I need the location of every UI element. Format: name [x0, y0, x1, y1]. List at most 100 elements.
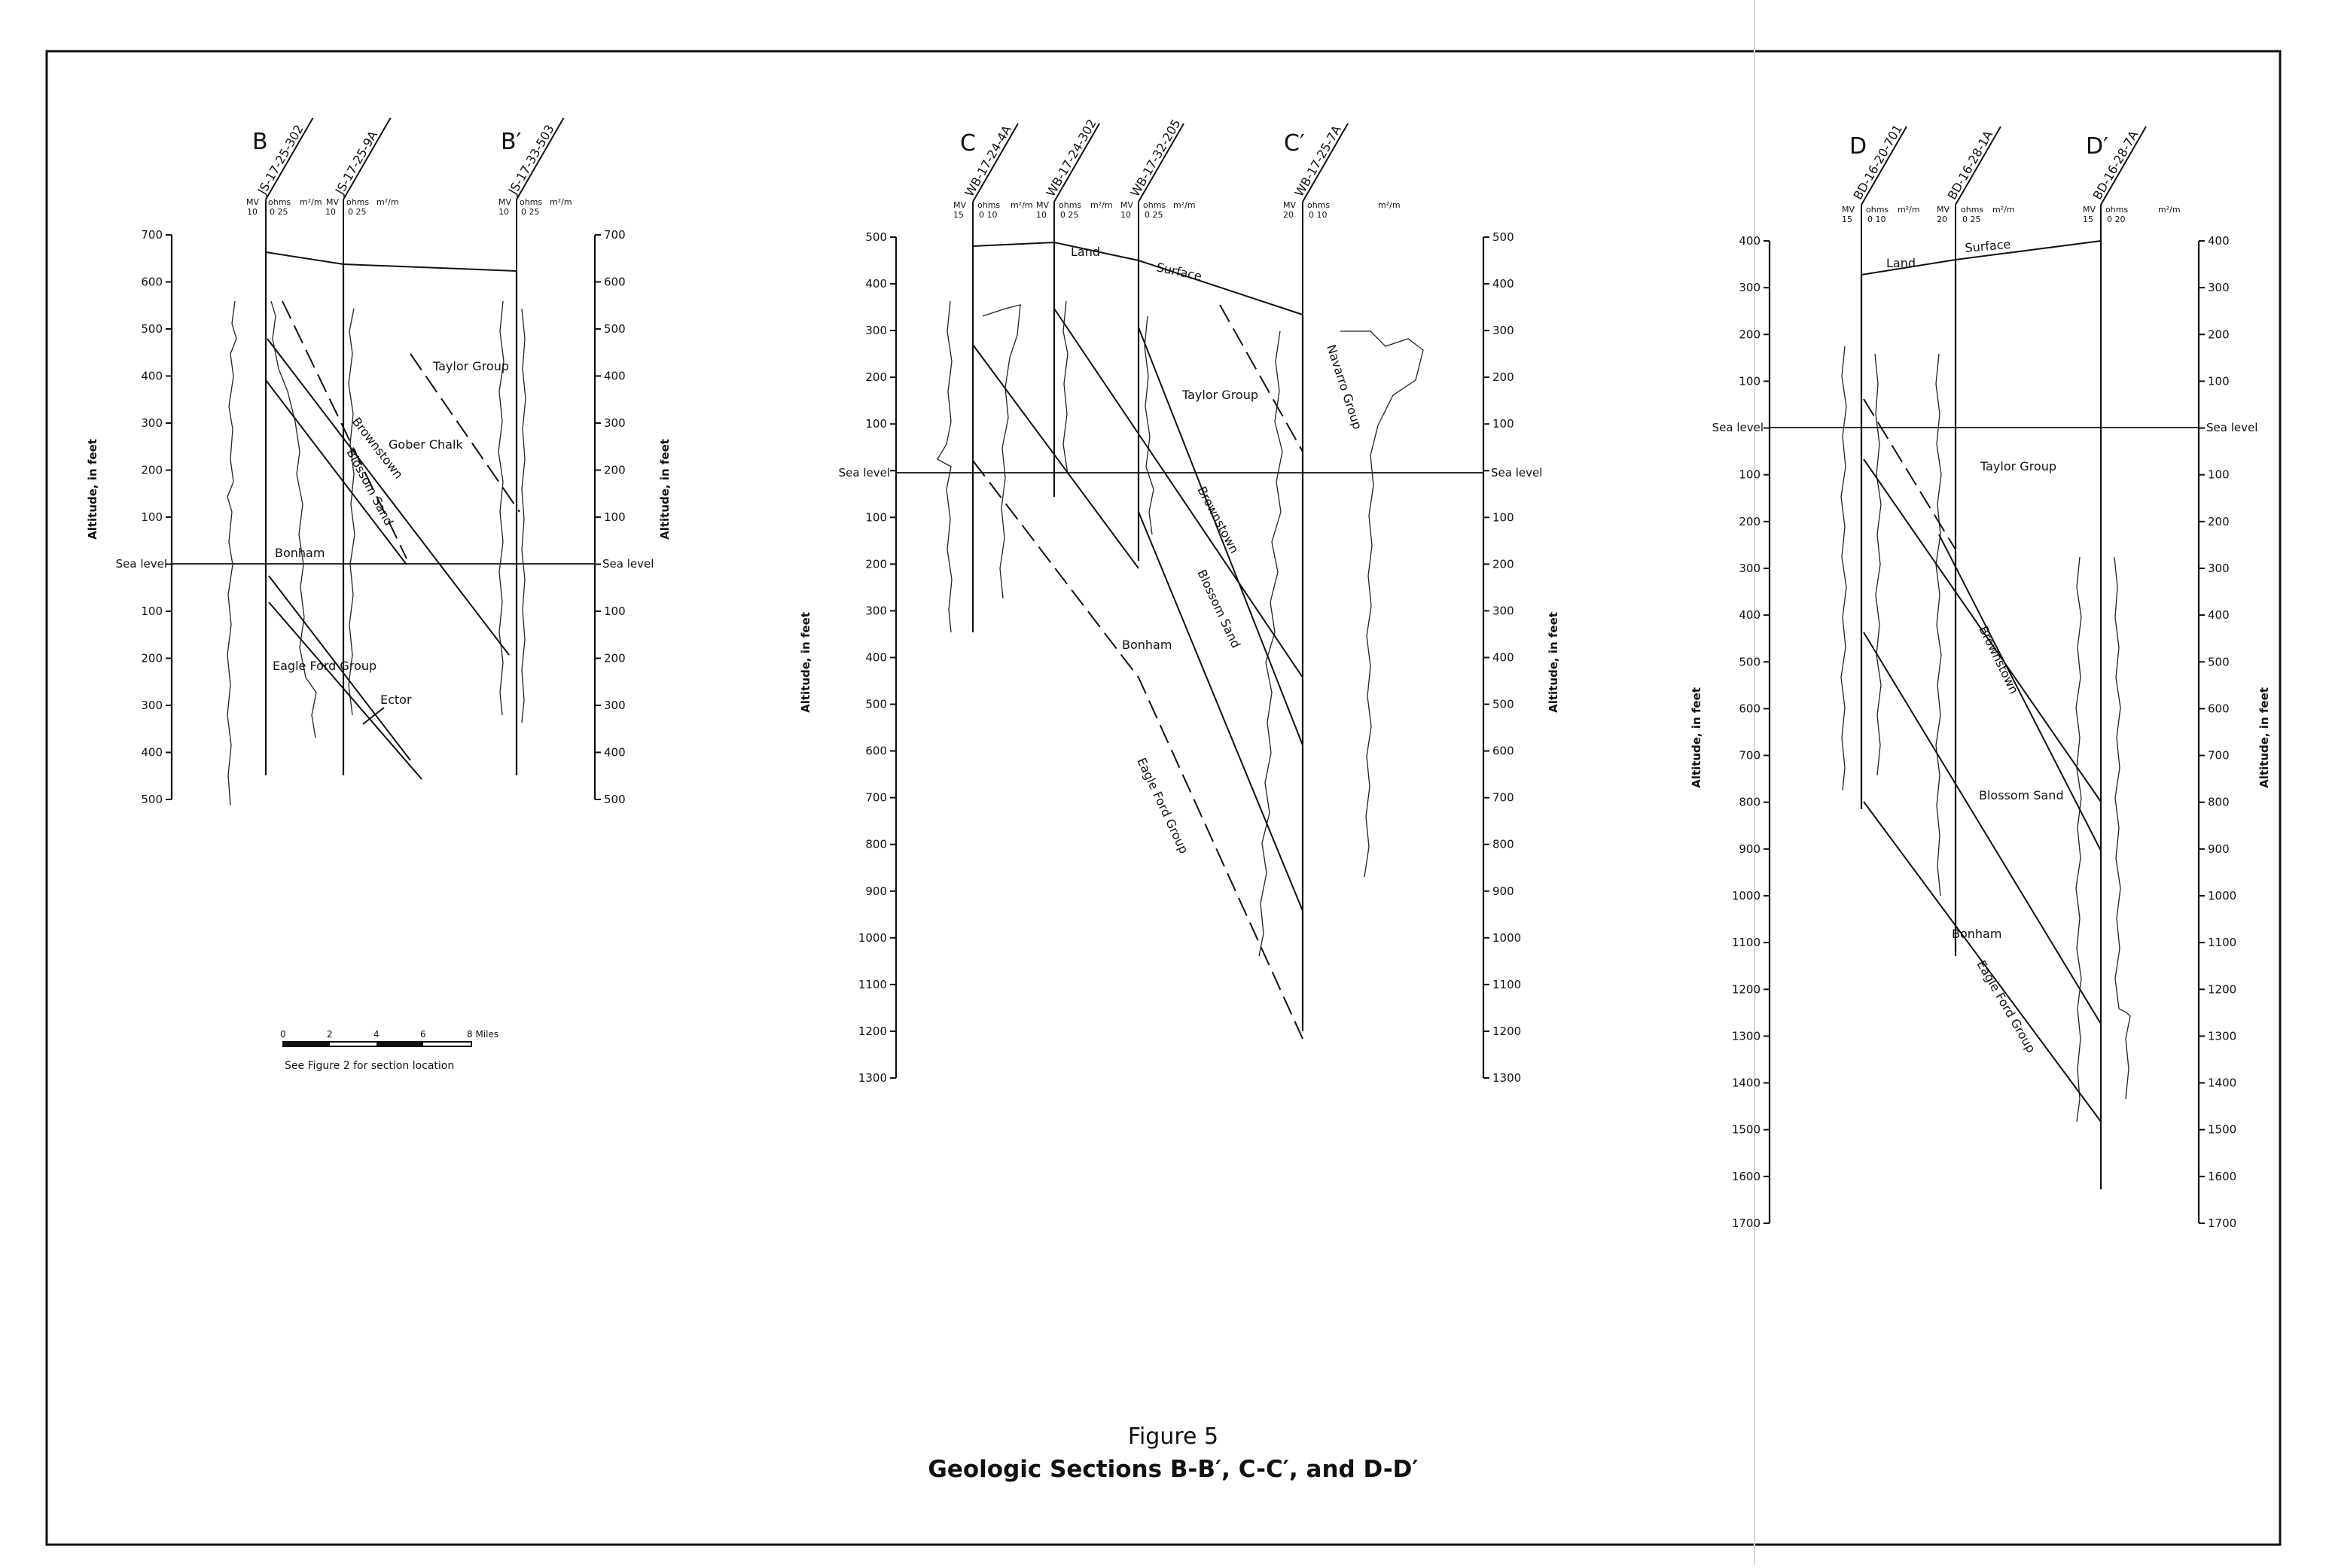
axis-tick-label: 100 [2208, 374, 2230, 388]
scale-bar-segment [283, 1042, 330, 1046]
log-header-ohms: ohms [1059, 200, 1081, 210]
axis-tick-label: 100 [141, 604, 163, 618]
unit-label-brownstown: Brownstown [1976, 623, 2021, 696]
land-surface-label-land: Land [1886, 256, 1916, 270]
log-header-mv: MV [953, 200, 966, 210]
log-header-mv: MV [1842, 205, 1855, 215]
unit-label-eagle-ford-group: Eagle Ford Group [1134, 756, 1191, 856]
axis-tick-label: 1200 [1732, 982, 1761, 996]
land-surface-line [972, 241, 1303, 315]
brownstown-top-contact [267, 338, 510, 656]
axis-tick-label: 300 [1739, 562, 1761, 575]
axis-tick-label: 100 [141, 510, 163, 524]
axis-tick-label: 900 [865, 884, 887, 898]
axis-tick-label: 1300 [1492, 1071, 1521, 1085]
axis-tick-label: 900 [1739, 842, 1761, 856]
axis-tick-label: 300 [1492, 324, 1514, 337]
log-header-m2m: m²/m [550, 197, 572, 207]
axis-tick-label: 300 [2208, 281, 2230, 294]
axis-tick-label: 200 [1492, 370, 1514, 384]
log-header-m2m: m²/m [376, 197, 399, 207]
sp-log-curve [348, 308, 355, 716]
section-b-right-axis-title: Altitude, in feet [658, 439, 672, 540]
log-header-m2m: m²/m [1173, 200, 1196, 210]
unit-label-ector: Ector [380, 693, 412, 707]
unit-label-navarro-group: Navarro Group [1324, 343, 1364, 431]
well-bd-16-28-1a-label: BD-16-28-1A [1945, 128, 1996, 202]
section-c-left-axis-title: Altitude, in feet [799, 612, 812, 713]
scale-tick-label: 8 Miles [467, 1029, 498, 1040]
axis-tick-label: 1100 [2208, 936, 2236, 949]
axis-tick-label: 700 [1739, 749, 1761, 763]
section-c-sea-level-label-right: Sea level [1491, 466, 1542, 480]
log-header-ohms: ohms [520, 197, 542, 207]
scale-tick-label: 6 [420, 1029, 426, 1040]
log-header-mv-scale: 10 [1036, 210, 1047, 220]
axis-tick-label: 1300 [858, 1071, 887, 1085]
axis-tick-label: 1300 [1732, 1029, 1761, 1043]
log-header-mv: MV [246, 197, 259, 207]
axis-tick-label: 400 [141, 370, 163, 383]
axis-tick-label: 600 [141, 276, 163, 289]
section-d-start-label: D [1849, 133, 1867, 160]
log-header-ohms-scale: 0 25 [1060, 210, 1079, 220]
log-header-mv-scale: 20 [1937, 215, 1947, 224]
log-header-m2m: m²/m [300, 197, 322, 207]
log-header-ohms-scale: 0 25 [521, 207, 540, 217]
sp-log-curve [2075, 556, 2082, 1122]
axis-tick-label: 200 [1492, 557, 1514, 571]
axis-tick-label: 1700 [1732, 1216, 1761, 1230]
axis-tick-label: 500 [604, 322, 626, 336]
section-c-end-label: C′ [1284, 130, 1305, 157]
axis-tick-label: 700 [141, 228, 163, 242]
axis-tick-label: 500 [604, 793, 626, 806]
axis-tick-label: 200 [2208, 327, 2230, 341]
unit-label-bonham: Bonham [275, 546, 325, 560]
log-header-ohms: ohms [977, 200, 1000, 210]
axis-tick-label: 800 [1739, 796, 1761, 809]
sp-log-curve [1062, 300, 1068, 475]
scale-bar-note: See Figure 2 for section location [285, 1060, 454, 1072]
axis-tick-label: 1200 [858, 1025, 887, 1038]
log-header-ohms: ohms [268, 197, 291, 207]
section-c-left-axis: 5004003002001001002003004005006007008009… [858, 230, 898, 1085]
log-header-mv-scale: 10 [325, 207, 336, 217]
log-header-mv: MV [1120, 200, 1133, 210]
axis-tick-label: 100 [865, 417, 887, 431]
blossom-base-contact [265, 379, 407, 565]
log-header-m2m: m²/m [1378, 200, 1401, 210]
section-b-start-label: B [252, 129, 268, 155]
axis-tick-label: 700 [865, 791, 887, 805]
sp-log-curve [1935, 353, 1942, 897]
axis-tick-label: 200 [865, 370, 887, 384]
unit-label-eagle-ford-group: Eagle Ford Group [273, 659, 376, 673]
axis-tick-label: 600 [1492, 744, 1514, 758]
section-d-sea-level-label-right: Sea level [2206, 421, 2257, 434]
log-header-mv: MV [1036, 200, 1049, 210]
section-b-sea-level-label-right: Sea level [602, 557, 654, 571]
unit-label-taylor-group: Taylor Group [432, 359, 509, 373]
axis-tick-label: 1000 [1492, 931, 1521, 945]
axis-tick-label: 500 [1492, 230, 1514, 244]
section-d-right-axis: 4003002001001002003004005006007008009001… [2197, 234, 2236, 1230]
ector-leader-line [362, 707, 385, 725]
log-header-ohms-scale: 0 25 [348, 207, 367, 217]
blossom-top-contact [1938, 534, 2102, 851]
axis-tick-label: 400 [865, 651, 887, 665]
axis-tick-label: 1200 [1492, 1025, 1521, 1038]
axis-tick-label: 800 [1492, 838, 1514, 851]
log-header-ohms: ohms [1143, 200, 1166, 210]
log-header-mv-scale: 15 [2083, 215, 2093, 224]
axis-tick-label: 1300 [2208, 1029, 2236, 1043]
scale-bar-segment [376, 1042, 423, 1046]
log-header-m2m: m²/m [1011, 200, 1033, 210]
log-header-ohms-scale: 0 25 [270, 207, 288, 217]
unit-label-bonham: Bonham [1122, 638, 1172, 652]
log-header-mv: MV [326, 197, 339, 207]
log-header-ohms-scale: 0 25 [1145, 210, 1163, 220]
resistivity-log-curve [1874, 353, 1882, 776]
bonham-base-contact [268, 575, 411, 761]
